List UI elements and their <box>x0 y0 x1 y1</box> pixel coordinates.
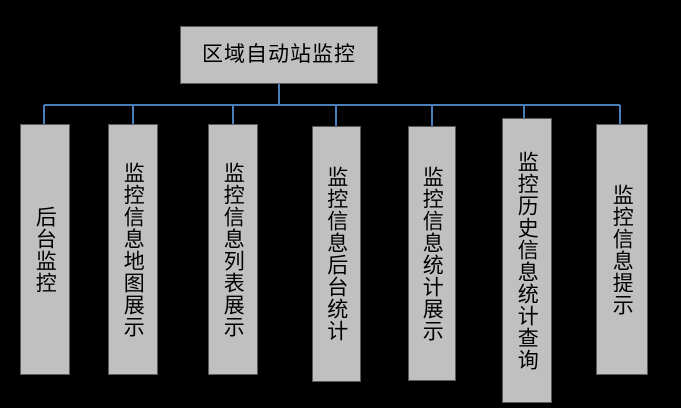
node-child-4[interactable]: 监控信息后台统计 <box>312 126 361 382</box>
node-child-2-label: 监控信息地图展示 <box>121 161 146 338</box>
node-child-1-label: 后台监控 <box>33 205 58 294</box>
node-child-4-label: 监控信息后台统计 <box>324 166 349 342</box>
node-child-3[interactable]: 监控信息列表展示 <box>208 124 258 375</box>
node-root[interactable]: 区域自动站监控 <box>180 26 378 84</box>
node-child-7-label: 监控信息提示 <box>610 183 635 316</box>
node-child-5-label: 监控信息统计展示 <box>420 165 445 342</box>
node-child-3-label: 监控信息列表展示 <box>221 161 246 338</box>
node-child-7[interactable]: 监控信息提示 <box>596 124 648 375</box>
node-child-5[interactable]: 监控信息统计展示 <box>408 126 456 381</box>
node-child-6-label: 监控历史信息统计查询 <box>515 150 540 371</box>
node-child-6[interactable]: 监控历史信息统计查询 <box>502 118 552 403</box>
node-child-2[interactable]: 监控信息地图展示 <box>108 124 158 375</box>
node-child-1[interactable]: 后台监控 <box>20 124 70 375</box>
node-root-label: 区域自动站监控 <box>202 42 356 67</box>
